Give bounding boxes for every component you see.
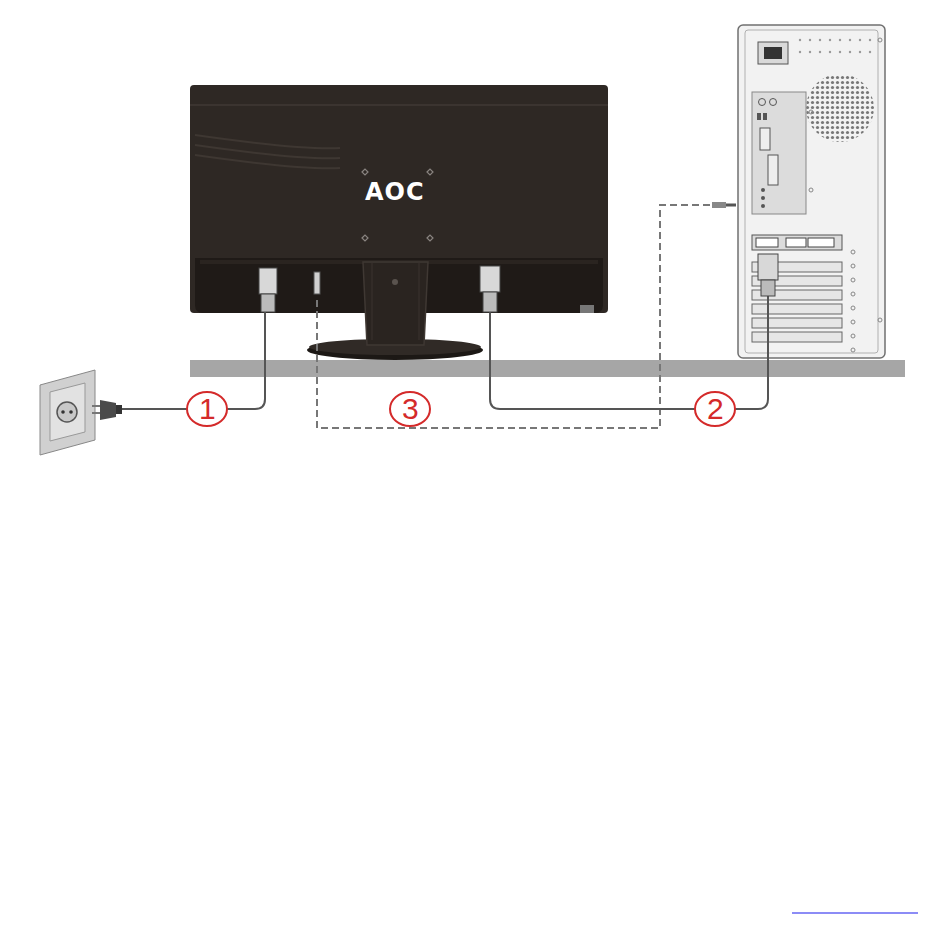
audio-jack bbox=[314, 202, 736, 294]
pc-tower bbox=[738, 25, 885, 358]
desk-shelf bbox=[190, 360, 905, 377]
callout-circle bbox=[187, 392, 735, 426]
monitor-stand bbox=[307, 262, 483, 360]
callout-number: 3 bbox=[402, 394, 419, 424]
brand-logo: AOC bbox=[365, 180, 425, 204]
power-cable bbox=[122, 312, 265, 409]
audio-cable bbox=[317, 205, 712, 428]
power-connector bbox=[259, 268, 277, 312]
power-plug bbox=[92, 400, 122, 420]
signal-cable bbox=[490, 296, 768, 409]
link-underline bbox=[792, 912, 918, 913]
callout-number: 2 bbox=[707, 394, 724, 424]
vga-connector bbox=[480, 254, 778, 312]
callout-number: 1 bbox=[199, 394, 216, 424]
wall-outlet bbox=[40, 370, 95, 455]
